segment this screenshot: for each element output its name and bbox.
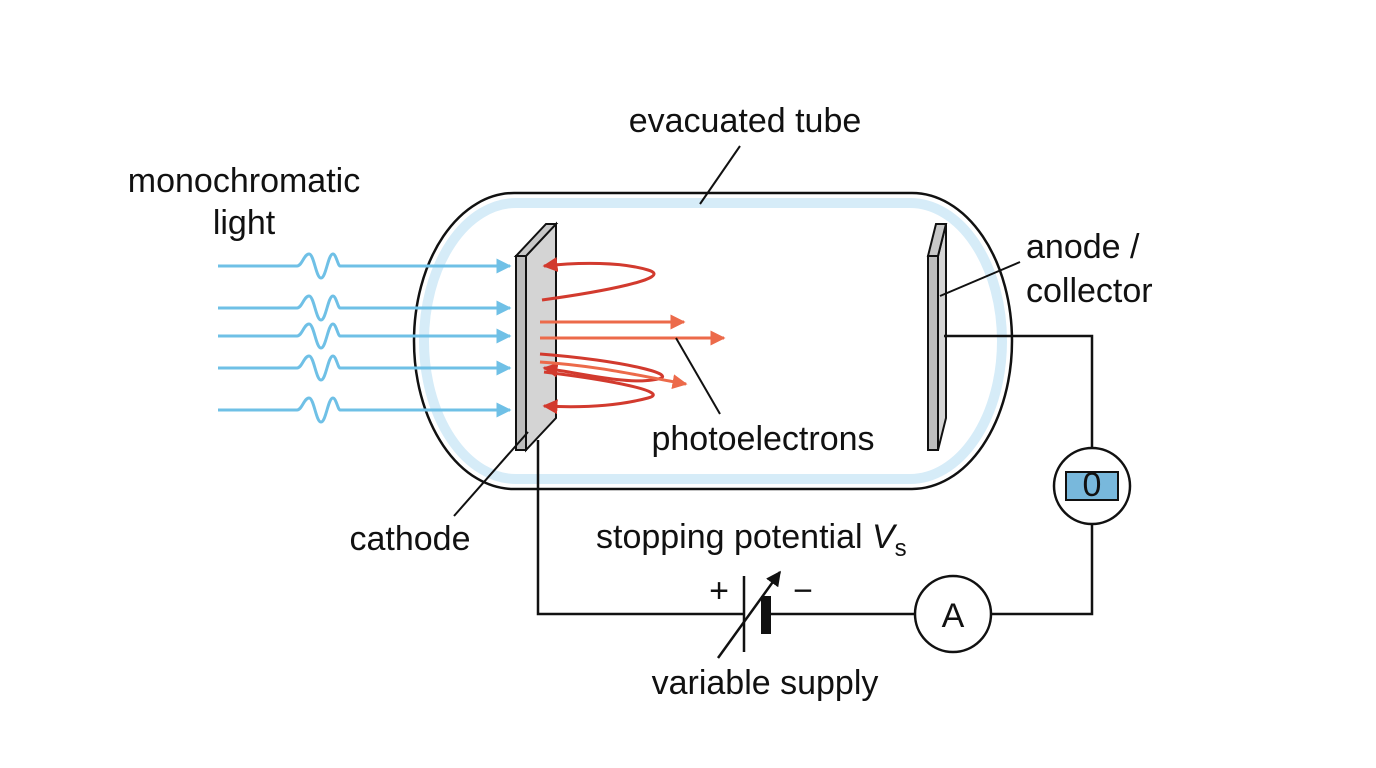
label-evacuated-tube: evacuated tube <box>629 102 862 140</box>
light-rays <box>218 252 512 424</box>
label-light: light <box>213 204 276 242</box>
circuit-wires <box>536 334 1094 616</box>
returning-electron-top <box>541 257 656 302</box>
variable-battery-icon <box>716 570 782 659</box>
light-ray-5 <box>218 396 512 424</box>
ammeter-symbol: A <box>942 597 965 635</box>
label-variable-supply: variable supply <box>652 664 879 702</box>
photoelectron-paths <box>539 257 726 415</box>
ammeter-icon <box>913 574 993 654</box>
label-plus: + <box>709 572 729 610</box>
light-ray-2 <box>218 294 512 322</box>
leader-lines <box>453 145 1021 517</box>
label-stopping-potential: stopping potential Vs <box>596 518 907 562</box>
label-photoelectrons: photoelectrons <box>651 420 874 458</box>
label-minus: − <box>793 572 813 610</box>
label-monochromatic: monochromatic <box>128 162 360 200</box>
stopping-potential-symbol: V <box>872 518 898 556</box>
meter-reading: 0 <box>1083 466 1102 504</box>
label-collector: collector <box>1026 272 1153 310</box>
label-anode: anode / <box>1026 228 1140 266</box>
label-cathode: cathode <box>350 520 471 558</box>
digital-meter-icon <box>1052 446 1132 526</box>
stopping-potential-subscript: s <box>895 535 907 562</box>
light-ray-1 <box>218 252 512 280</box>
returning-electron-bottom <box>542 370 655 415</box>
deflected-electron <box>539 360 688 390</box>
light-ray-3 <box>218 322 512 350</box>
stopping-potential-text: stopping potential <box>596 518 872 556</box>
anode-plate <box>926 223 948 451</box>
light-ray-4 <box>218 354 512 382</box>
